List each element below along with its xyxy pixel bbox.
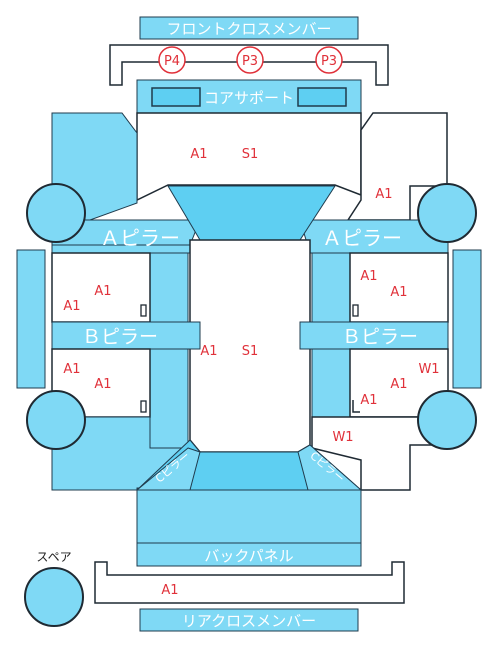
b-pillar-left[interactable]: [51, 321, 201, 350]
rear-left-door-handle: [140, 400, 147, 413]
svg-text:P3: P3: [242, 54, 258, 69]
code-rr-door-a2: A1: [360, 393, 377, 408]
code-rear-quarter-w: W1: [332, 430, 353, 445]
front-cross-member-label: フロントクロスメンバー: [166, 20, 331, 38]
badge-p3-right[interactable]: P3: [315, 46, 343, 74]
b-pillar-right-label: Ｂピラー: [342, 326, 418, 348]
wheel-front-left[interactable]: [26, 183, 86, 243]
rear-bumper-outline: [94, 561, 405, 604]
front-cross-member[interactable]: [139, 16, 359, 40]
rear-cross-member-label: リアクロスメンバー: [182, 612, 316, 630]
left-side-sill[interactable]: [16, 249, 46, 389]
badge-p3-center[interactable]: P3: [236, 46, 264, 74]
front-left-door-handle: [140, 304, 147, 317]
code-rear-member-a: A1: [161, 583, 178, 598]
front-bumper-outline: [109, 44, 389, 86]
badge-p4[interactable]: P4: [158, 46, 186, 74]
b-pillar-left-label: Ｂピラー: [82, 326, 158, 348]
wheel-rear-left[interactable]: [26, 390, 86, 450]
wheel-rear-right[interactable]: [417, 390, 477, 450]
code-rr-door-w: W1: [418, 362, 439, 377]
code-rl-door-a2: A1: [94, 377, 111, 392]
core-support-headlight-left: [151, 87, 201, 107]
code-front-right: A1: [375, 187, 392, 202]
rear-cross-member[interactable]: [139, 608, 359, 632]
core-support-label: コアサポート: [204, 89, 294, 107]
code-rr-door-a1: A1: [390, 377, 407, 392]
wheel-front-right[interactable]: [417, 183, 477, 243]
front-right-door[interactable]: [349, 252, 449, 323]
b-pillar-right[interactable]: [299, 321, 449, 350]
a-pillar-right-label: Ａピラー: [322, 226, 402, 250]
code-fl-door-a1: A1: [94, 284, 111, 299]
back-panel-label: バックパネル: [204, 547, 293, 565]
back-panel[interactable]: [136, 542, 362, 567]
spare-tire[interactable]: [24, 567, 84, 627]
core-support-headlight-right: [297, 87, 347, 107]
code-roof-s: S1: [242, 344, 259, 359]
code-fr-door-a2: A1: [390, 285, 407, 300]
spare-label: スペア: [36, 550, 71, 564]
rear-right-door-handle: [352, 400, 360, 413]
trunk-lid[interactable]: [136, 489, 362, 544]
front-right-door-handle: [352, 304, 359, 317]
code-hood-a: A1: [190, 147, 207, 162]
code-hood-s: S1: [242, 147, 259, 162]
code-roof-a: A1: [200, 344, 217, 359]
code-rl-door-a1: A1: [63, 362, 80, 377]
right-side-sill[interactable]: [452, 249, 482, 389]
code-fr-door-a1: A1: [360, 269, 377, 284]
left-roof-rail[interactable]: [149, 252, 189, 449]
code-fl-door-a2: A1: [63, 299, 80, 314]
svg-text:P3: P3: [321, 54, 337, 69]
a-pillar-left-label: Ａピラー: [100, 226, 180, 250]
svg-text:P4: P4: [164, 54, 180, 69]
